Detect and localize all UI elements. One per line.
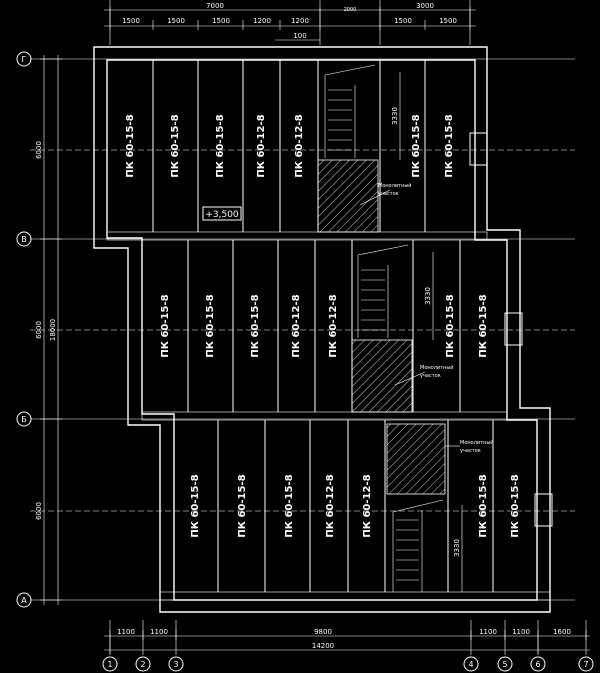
monolithic-label-g-2: участок: [378, 191, 399, 197]
axis-5-label: 5: [502, 660, 507, 669]
dim-top-overall-mid: 2000: [344, 7, 357, 13]
dim-bottom-seg-3: 9800: [314, 628, 332, 636]
axis-3-label: 3: [173, 660, 178, 669]
dim-top-seg-2: 1500: [167, 17, 185, 25]
slab-b-3: ПК 60-15-8: [284, 474, 295, 537]
slab-g-4: ПК 60-12-8: [256, 114, 267, 177]
slab-g-2: ПК 60-15-8: [170, 114, 181, 177]
dim-bottom-seg-6: 1600: [553, 628, 571, 636]
bottom-dimension-chain: 1100 1100 9800 1100 1100 1600 14200: [104, 628, 590, 654]
slab-row-b: ПК 60-15-8 ПК 60-15-8 ПК 60-15-8 ПК 60-1…: [159, 420, 551, 601]
grid-lines: [30, 0, 587, 655]
axis-v-label: В: [21, 235, 27, 244]
slab-v-3: ПК 60-15-8: [250, 294, 261, 357]
dim-top-overall-left: 7000: [206, 2, 224, 10]
monolithic-label-b-2: участок: [460, 448, 481, 454]
slab-row-g: ПК 60-15-8 ПК 60-15-8 ПК 60-15-8 ПК 60-1…: [125, 60, 455, 233]
dim-top-seg-4: 1200: [253, 17, 271, 25]
slab-v-2: ПК 60-15-8: [205, 294, 216, 357]
dim-bottom-seg-4: 1100: [479, 628, 497, 636]
elevation-mark: +3,500: [205, 210, 239, 220]
dim-top-seg-7: 1500: [439, 17, 457, 25]
monolithic-label-g-1: Монолитный: [378, 182, 412, 189]
axis-g-label: Г: [22, 55, 27, 64]
slab-row-v: ПК 60-15-8 ПК 60-15-8 ПК 60-15-8 ПК 60-1…: [160, 240, 489, 413]
slab-v-6: ПК 60-15-8: [445, 294, 456, 357]
axis-6-label: 6: [535, 660, 540, 669]
dim-left-span-2: 6000: [35, 321, 43, 339]
dim-bottom-seg-2: 1100: [150, 628, 168, 636]
dim-top-seg-1: 1500: [122, 17, 140, 25]
left-dimension-chain: 6000 6000 6000 18000: [35, 55, 62, 605]
monolithic-label-v-2: участок: [420, 373, 441, 379]
dim-left-span-1: 6000: [35, 141, 43, 159]
dim-left-total: 18000: [49, 319, 57, 341]
slab-b-4: ПК 60-12-8: [325, 474, 336, 537]
row-axis-markers: Г В Б А: [16, 51, 32, 608]
top-dimension-chain: 7000 2000 3000 1500 1500 1500 1200 1200 …: [104, 2, 476, 41]
slab-b-7: ПК 60-15-8: [510, 474, 521, 537]
slab-g-3: ПК 60-15-8: [215, 114, 226, 177]
slab-g-1: ПК 60-15-8: [125, 114, 136, 177]
stair-flight-v: [357, 244, 409, 338]
dim-top-seg-3: 1500: [212, 17, 230, 25]
dim-top-detail: 100: [293, 32, 306, 40]
slab-b-1: ПК 60-15-8: [190, 474, 201, 537]
slab-b-6: ПК 60-15-8: [478, 474, 489, 537]
slab-g-5: ПК 60-12-8: [294, 114, 305, 177]
slab-v-4: ПК 60-12-8: [291, 294, 302, 357]
stair-dim-g: 3330: [391, 107, 399, 125]
monolithic-label-b-1: Монолитный: [460, 439, 494, 446]
slab-g-6: ПК 60-15-8: [411, 114, 422, 177]
axis-7-label: 7: [583, 660, 588, 669]
stair-dim-b: 3330: [453, 539, 461, 557]
axis-4-label: 4: [468, 660, 473, 669]
dim-bottom-seg-5: 1100: [512, 628, 530, 636]
stair-flight-g: [324, 64, 376, 158]
dim-top-overall-right: 3000: [416, 2, 434, 10]
dim-left-span-3: 6000: [35, 502, 43, 520]
dim-top-seg-5: 1200: [291, 17, 309, 25]
stair-dim-v: 3330: [424, 287, 432, 305]
stair-flight-b: [392, 499, 444, 592]
slab-v-7: ПК 60-15-8: [478, 294, 489, 357]
slab-b-5: ПК 60-12-8: [362, 474, 373, 537]
dim-top-seg-6: 1500: [394, 17, 412, 25]
slab-g-7: ПК 60-15-8: [444, 114, 455, 177]
monolithic-label-v-1: Монолитный: [420, 364, 454, 371]
axis-2-label: 2: [140, 660, 145, 669]
slab-v-1: ПК 60-15-8: [160, 294, 171, 357]
dim-bottom-total: 14200: [312, 642, 334, 650]
slab-v-5: ПК 60-12-8: [328, 294, 339, 357]
axis-a-label: А: [21, 596, 27, 605]
axis-1-label: 1: [107, 660, 112, 669]
dim-bottom-seg-1: 1100: [117, 628, 135, 636]
column-axis-markers: 1 2 3 4 5 6 7: [102, 656, 594, 672]
slab-b-2: ПК 60-15-8: [237, 474, 248, 537]
axis-b-label: Б: [21, 415, 27, 424]
